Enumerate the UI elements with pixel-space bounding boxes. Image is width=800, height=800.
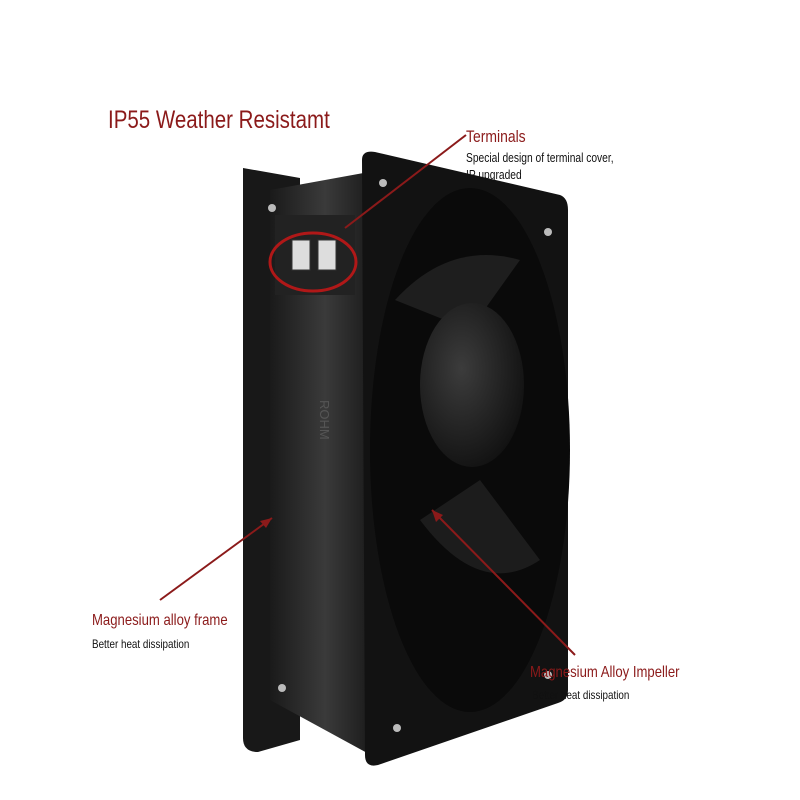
frame-description: Better heat dissipation (92, 637, 190, 651)
frame-heading: Magnesium alloy frame (92, 612, 228, 629)
impeller-hub (420, 303, 524, 467)
product-title: IP55 Weather Resistamt (108, 106, 330, 134)
impeller-pointer-line (431, 509, 576, 656)
terminal-cover (275, 215, 355, 295)
fan-body (270, 170, 380, 760)
terminals-pointer-line (344, 134, 467, 229)
impeller-description: Better heat dissipation (532, 688, 630, 702)
terminals-description: Special design of terminal cover, (466, 151, 614, 165)
impeller-blade (420, 480, 540, 574)
impeller-blade (395, 255, 520, 330)
svg-text:ROHM: ROHM (317, 400, 332, 440)
terminals-heading: Terminals (466, 127, 526, 146)
frame-pointer-line (159, 517, 273, 601)
terminals-highlight-ellipse (268, 231, 358, 293)
impeller-heading: Magnesium Alloy Impeller (530, 664, 680, 681)
terminals-description-2: IP upgraded (466, 168, 522, 182)
